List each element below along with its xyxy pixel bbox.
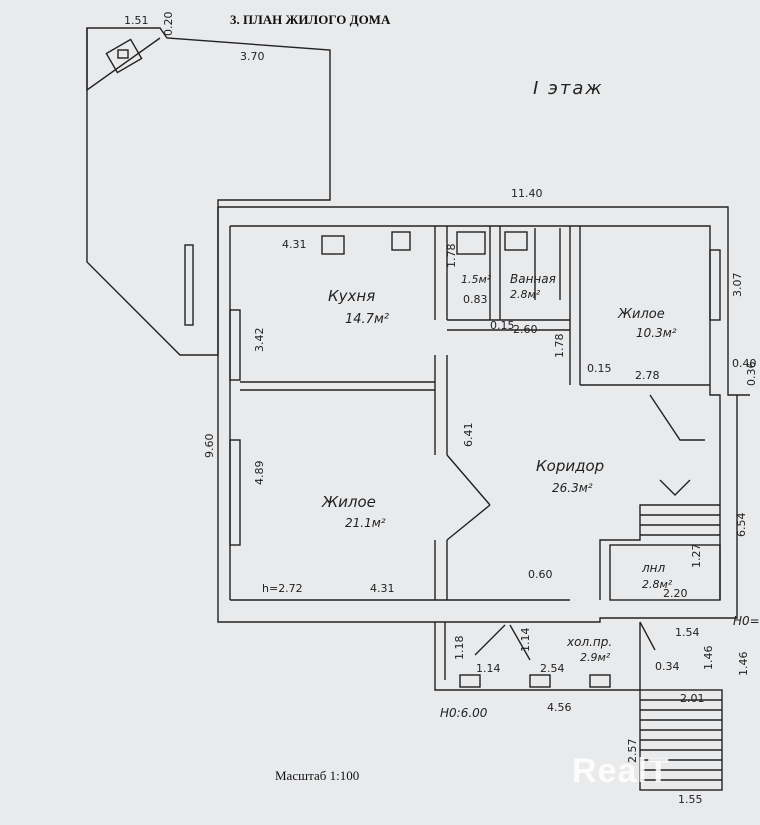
living-main-area: 21.1м² — [345, 516, 386, 530]
dim-label: 0.60 — [528, 568, 553, 581]
door-swing-ne — [649, 394, 705, 441]
window — [459, 674, 481, 688]
bath-name: Ванная — [510, 272, 556, 286]
dim-label: 3.42 — [253, 328, 266, 353]
stair-arrow — [659, 479, 691, 496]
dim-label: 6.41 — [462, 423, 475, 448]
window — [229, 309, 241, 381]
dim-label: 4.31 — [282, 238, 307, 251]
realt-watermark: RealT — [572, 752, 670, 790]
dim-label: 6.54 — [735, 513, 748, 538]
vestibule-outline — [434, 622, 641, 691]
outer-wall-top — [218, 206, 750, 396]
dim-label: 0.40 — [732, 357, 757, 370]
wc-area: 1.5м² — [461, 273, 492, 286]
outer-wall-perimeter — [217, 207, 738, 623]
dim-label: 2.54 — [540, 662, 565, 675]
dim-label: 4.89 — [253, 461, 266, 486]
dim-label: 3.07 — [731, 273, 744, 298]
stair-outline — [599, 504, 720, 600]
storage-name: лнл — [641, 561, 666, 575]
dim-label: 0.15 — [587, 362, 612, 375]
dim-label: 1.14 — [519, 628, 532, 653]
corridor-name: Коридор — [536, 457, 604, 475]
window — [229, 439, 241, 546]
door-swing-living — [446, 454, 491, 541]
elevation-label: H0= — [733, 614, 760, 628]
dim-label: 4.56 — [547, 701, 572, 714]
dim-label: 0.36 — [745, 362, 758, 387]
door-swing-porch — [639, 621, 656, 651]
dim-label: 1.14 — [476, 662, 501, 675]
dim-label: 1.51 — [124, 14, 149, 27]
dim-label: 0.83 — [463, 293, 488, 306]
dim-label: 2.60 — [513, 323, 538, 336]
window — [589, 674, 611, 688]
window — [709, 249, 721, 321]
floor-label: I этаж — [533, 78, 604, 99]
dim-label: 2.57 — [626, 739, 639, 764]
walls — [86, 27, 750, 791]
dim-label: h=2.72 — [262, 582, 303, 595]
wc-fixture — [456, 231, 486, 255]
dim-label: 0.15 — [490, 319, 515, 332]
dim-label: 2.01 — [680, 692, 705, 705]
dim-label: 1.18 — [453, 636, 466, 661]
bath-area: 2.8м² — [510, 288, 541, 301]
chimney-box — [105, 38, 143, 74]
living-main-name: Жилое — [321, 493, 376, 511]
annex-inner — [86, 28, 161, 92]
dim-label: 0.34 — [655, 660, 680, 673]
stove — [321, 235, 345, 255]
dim-label: 9.60 — [203, 434, 216, 459]
bath-sink — [504, 231, 528, 251]
dim-label: 0.20 — [162, 12, 175, 37]
dim-label: 1.27 — [690, 544, 703, 569]
dim-label: 1.54 — [675, 626, 700, 639]
elevation-label: H0:6.00 — [440, 706, 488, 720]
annex-outline — [86, 27, 331, 356]
kitchen-area: 14.7м² — [345, 312, 389, 327]
door-swing-vestibule — [474, 624, 531, 661]
scale-label: Масштаб 1:100 — [275, 768, 360, 783]
window — [184, 244, 194, 326]
dim-label: 1.55 — [678, 793, 703, 806]
storage-area: 2.8м² — [642, 578, 673, 591]
plan-title: 3. ПЛАН ЖИЛОГО ДОМА — [230, 12, 391, 27]
corridor-area: 26.3м² — [552, 481, 593, 495]
kitchen-name: Кухня — [328, 287, 375, 305]
dim-label: 4.31 — [370, 582, 395, 595]
dim-label: 1.78 — [553, 334, 566, 359]
storage-room — [609, 544, 721, 601]
dim-label: 3.70 — [240, 50, 265, 63]
kitchen-fixture — [391, 231, 411, 251]
living-ne-name: Жилое — [617, 307, 665, 322]
inner-wall-top — [230, 225, 721, 600]
dim-label: 2.78 — [635, 369, 660, 382]
dim-label: 2.20 — [663, 587, 688, 600]
living-ne-area: 10.3м² — [636, 326, 677, 340]
vestibule-area: 2.9м² — [580, 651, 611, 664]
dim-label: 11.40 — [511, 187, 543, 200]
vestibule-name: хол.пр. — [566, 635, 612, 649]
dim-label: 1.46 — [702, 646, 715, 671]
chimney-flue — [117, 49, 129, 59]
dim-label: 1.46 — [737, 652, 750, 677]
dim-label: 1.78 — [445, 244, 458, 269]
window — [529, 674, 551, 688]
